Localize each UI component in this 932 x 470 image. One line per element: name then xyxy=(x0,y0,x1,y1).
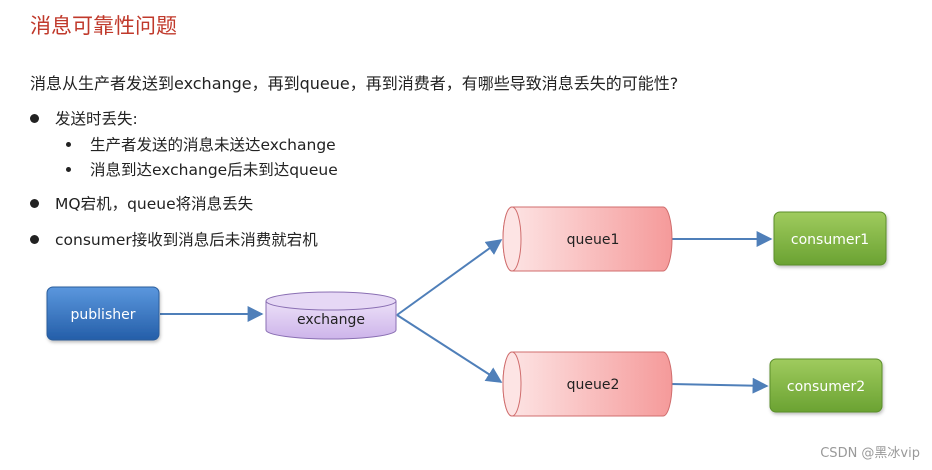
watermark: CSDN @黑冰vip xyxy=(820,446,920,461)
queue1-label: queue1 xyxy=(567,232,620,248)
exchange-node xyxy=(265,291,397,340)
arrow-queue2-to-consumer2 xyxy=(670,377,769,394)
consumer2-node xyxy=(769,358,883,413)
sub-bullet-dot-icon xyxy=(66,141,71,147)
bullet-mq-down-label: MQ宕机，queue将消息丢失 xyxy=(55,195,254,213)
queue2-node xyxy=(502,351,673,417)
page-title: 消息可靠性问题 xyxy=(30,14,177,38)
bullet-send-loss: 发送时丢失: xyxy=(30,107,138,129)
sub-bullet-not-reach-queue: 消息到达exchange后未到达queue xyxy=(66,158,338,180)
exchange-label: exchange xyxy=(297,312,365,328)
bullet-dot-icon xyxy=(30,234,39,244)
consumer1-node xyxy=(773,211,887,266)
bullet-dot-icon xyxy=(30,198,39,208)
bullet-send-loss-label: 发送时丢失: xyxy=(55,110,138,128)
intro-text: 消息从生产者发送到exchange，再到queue，再到消费者，有哪些导致消息丢… xyxy=(30,74,679,93)
bullet-dot-icon xyxy=(30,113,39,123)
sub-bullet-label: 生产者发送的消息未送达exchange xyxy=(90,136,336,154)
bullet-consumer-down-label: consumer接收到消息后未消费就宕机 xyxy=(55,231,318,249)
publisher-node xyxy=(46,286,160,341)
queue2-label: queue2 xyxy=(567,377,620,393)
queue1-node xyxy=(502,206,673,272)
arrow-exchange-to-queue2 xyxy=(396,314,503,383)
publisher-label: publisher xyxy=(71,307,136,323)
sub-bullet-label: 消息到达exchange后未到达queue xyxy=(90,161,338,179)
consumer1-label: consumer1 xyxy=(791,232,869,248)
bullet-mq-down: MQ宕机，queue将消息丢失 xyxy=(30,192,253,214)
sub-bullet-not-reach-exchange: 生产者发送的消息未送达exchange xyxy=(66,133,336,155)
consumer2-label: consumer2 xyxy=(787,379,865,395)
sub-bullet-dot-icon xyxy=(66,166,71,172)
arrow-exchange-to-queue1 xyxy=(396,239,503,316)
bullet-consumer-down: consumer接收到消息后未消费就宕机 xyxy=(30,228,318,250)
